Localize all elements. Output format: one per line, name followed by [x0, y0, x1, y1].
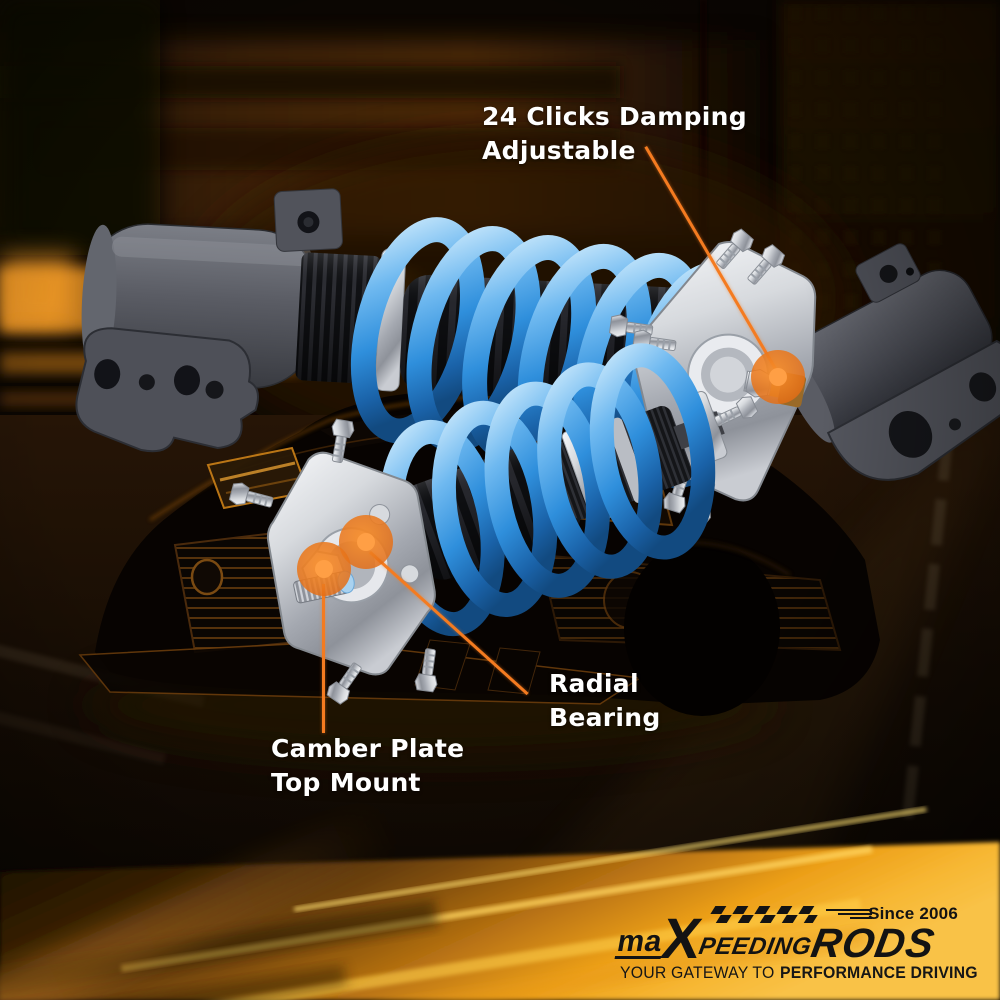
callout-label-radial-line2: Bearing: [549, 703, 661, 732]
callout-line-camber-plate: [322, 584, 325, 733]
logo-since: Since 2006: [868, 904, 958, 923]
brand-ma: ma: [614, 924, 667, 959]
gold-speed-band: [0, 802, 1000, 1000]
tagline-emphasis: PERFORMANCE DRIVING: [780, 963, 978, 982]
callout-label-radial-line1: Radial: [549, 669, 639, 698]
callout-label-camber-line2: Top Mount: [271, 768, 421, 797]
brand-wordmark: maXpeedingRODS: [614, 907, 939, 971]
callout-dot-core-camber-plate: [315, 560, 333, 578]
checkered-flag-icon: [710, 906, 818, 923]
tagline-prefix: YOUR GATEWAY TO: [620, 963, 775, 982]
callout-dot-core-damping: [769, 368, 787, 386]
maxpeedingrods-logo: Since 2006 maXpeedingRODS YOUR GATEWAY T…: [614, 902, 978, 988]
callout-label-camber-line1: Camber Plate: [271, 734, 465, 763]
speed-lines-icon: [826, 909, 872, 919]
brand-peeding: peeding: [696, 932, 814, 960]
brand-tagline: YOUR GATEWAY TO PERFORMANCE DRIVING: [620, 963, 978, 983]
callout-label-radial-bearing: Radial Bearing: [549, 667, 661, 735]
callout-label-camber-plate: Camber Plate Top Mount: [271, 732, 464, 800]
brand-rods: RODS: [807, 920, 939, 967]
callout-label-damping: 24 Clicks Damping Adjustable: [482, 100, 747, 168]
callout-label-damping-line1: 24 Clicks Damping: [482, 102, 747, 131]
callout-label-damping-line2: Adjustable: [482, 136, 636, 165]
callout-dot-core-radial-bearing: [357, 533, 375, 551]
